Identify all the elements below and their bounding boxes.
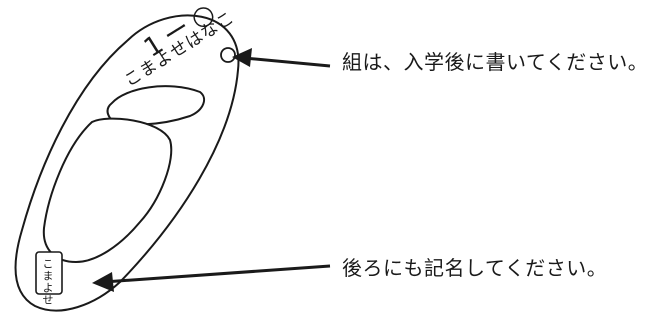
arrow-bottom-head xyxy=(92,272,114,292)
item-name-tag: こまよせ xyxy=(41,258,54,306)
callout-back-name: 後ろにも記名してください。 xyxy=(342,256,608,280)
callout-class: 組は、入学後に書いてください。 xyxy=(342,50,649,74)
item-hole xyxy=(220,47,236,63)
item-inner-sole xyxy=(42,117,173,264)
arrow-bottom-line xyxy=(103,264,331,284)
name-tag-box xyxy=(35,251,63,295)
arrow-top-line xyxy=(243,56,331,68)
item-top-opening xyxy=(106,85,206,126)
arrow-top-head xyxy=(232,48,252,67)
